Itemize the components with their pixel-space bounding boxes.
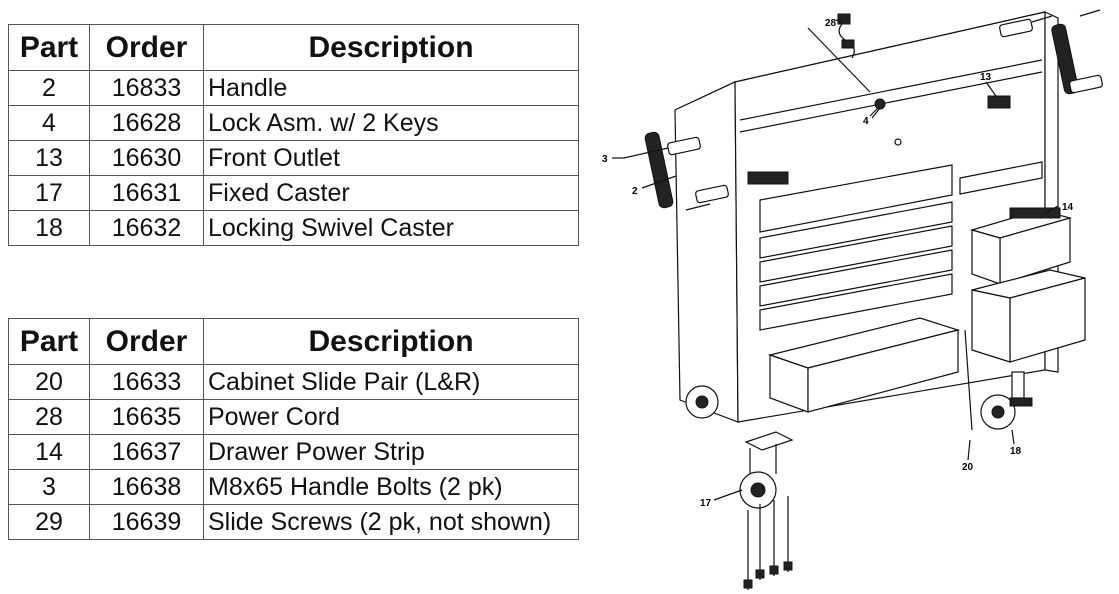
exploded-parts-diagram: 28 13 4 3 2 14 17 20 18 bbox=[602, 9, 1103, 590]
cell-part: 28 bbox=[8, 399, 90, 435]
table-row: 13 16630 Front Outlet bbox=[8, 140, 579, 176]
cell-description: Power Cord bbox=[203, 399, 579, 435]
cell-order: 16638 bbox=[89, 469, 204, 505]
cell-order: 16635 bbox=[89, 399, 204, 435]
cell-order: 16637 bbox=[89, 434, 204, 470]
handle-right bbox=[999, 18, 1103, 95]
caster-rear-right bbox=[980, 371, 1033, 430]
callout-18: 18 bbox=[1010, 446, 1022, 457]
cell-order: 16632 bbox=[89, 210, 204, 246]
right-drawer-stack bbox=[959, 161, 1086, 431]
drawer-power-strip bbox=[1009, 207, 1061, 219]
header-part: Part bbox=[8, 318, 90, 365]
cell-order: 16639 bbox=[89, 504, 204, 540]
cell-part: 4 bbox=[8, 105, 90, 141]
callout-4: 4 bbox=[863, 116, 869, 127]
fixed-caster bbox=[739, 431, 794, 509]
power-strip-drawer-side bbox=[971, 229, 1001, 285]
drawer-side bbox=[971, 289, 1011, 363]
leader-lines bbox=[612, 19, 1059, 501]
cell-order: 16633 bbox=[89, 364, 204, 400]
lock-keyhole bbox=[894, 138, 902, 146]
table-row: 3 16638 M8x65 Handle Bolts (2 pk) bbox=[8, 469, 579, 505]
table-row: 14 16637 Drawer Power Strip bbox=[8, 434, 579, 470]
header-description: Description bbox=[203, 318, 579, 365]
caster-rear-left bbox=[685, 385, 719, 419]
callout-17: 17 bbox=[700, 498, 712, 509]
table-row: 18 16632 Locking Swivel Caster bbox=[8, 210, 579, 246]
header-order: Order bbox=[89, 318, 204, 365]
cell-order: 16631 bbox=[89, 175, 204, 211]
cell-description: Fixed Caster bbox=[203, 175, 579, 211]
cell-part: 14 bbox=[8, 434, 90, 470]
cell-description: Front Outlet bbox=[203, 140, 579, 176]
cell-part: 17 bbox=[8, 175, 90, 211]
callout-2: 2 bbox=[632, 186, 638, 197]
cell-part: 13 bbox=[8, 140, 90, 176]
cell-order: 16833 bbox=[89, 70, 204, 106]
table-row: 2 16833 Handle bbox=[8, 70, 579, 106]
cell-part: 29 bbox=[8, 504, 90, 540]
callout-20: 20 bbox=[962, 462, 974, 473]
cell-order: 16630 bbox=[89, 140, 204, 176]
caster-mounting-bolts bbox=[743, 496, 793, 590]
lock-assembly bbox=[869, 98, 886, 117]
cell-part: 3 bbox=[8, 469, 90, 505]
table-row: 17 16631 Fixed Caster bbox=[8, 175, 579, 211]
open-drawer-front bbox=[807, 329, 959, 413]
cabinet-left-side bbox=[674, 81, 739, 423]
front-outlet bbox=[987, 95, 1011, 109]
brand-badge bbox=[747, 171, 789, 185]
cell-description: Locking Swivel Caster bbox=[203, 210, 579, 246]
cell-description: Cabinet Slide Pair (L&R) bbox=[203, 364, 579, 400]
cell-part: 18 bbox=[8, 210, 90, 246]
callout-13: 13 bbox=[980, 72, 992, 83]
drawer bbox=[959, 161, 1043, 195]
table-row: 4 16628 Lock Asm. w/ 2 Keys bbox=[8, 105, 579, 141]
left-drawer-stack bbox=[759, 164, 961, 413]
handle-bolts bbox=[623, 9, 1101, 211]
parts-table-2: Part Order Description 20 16633 Cabinet … bbox=[8, 318, 579, 540]
callout-3: 3 bbox=[602, 154, 608, 165]
cell-part: 20 bbox=[8, 364, 90, 400]
drawer bbox=[759, 225, 953, 283]
header-order: Order bbox=[89, 24, 204, 71]
cell-description: M8x65 Handle Bolts (2 pk) bbox=[203, 469, 579, 505]
cell-order: 16628 bbox=[89, 105, 204, 141]
drawer bbox=[759, 249, 953, 307]
power-cord bbox=[807, 13, 871, 93]
callout-28: 28 bbox=[825, 18, 837, 29]
parts-table-1: Part Order Description 2 16833 Handle 4 … bbox=[8, 24, 579, 246]
table-header-row: Part Order Description bbox=[8, 318, 579, 365]
table-row: 28 16635 Power Cord bbox=[8, 399, 579, 435]
drawer bbox=[759, 201, 953, 259]
header-description: Description bbox=[203, 24, 579, 71]
table-row: 29 16639 Slide Screws (2 pk, not shown) bbox=[8, 504, 579, 540]
callout-14: 14 bbox=[1062, 202, 1074, 213]
drawer bbox=[759, 164, 953, 233]
cell-description: Handle bbox=[203, 70, 579, 106]
cell-description: Drawer Power Strip bbox=[203, 434, 579, 470]
drawer bbox=[759, 273, 953, 331]
cell-part: 2 bbox=[8, 70, 90, 106]
cabinet-slide bbox=[964, 329, 973, 431]
table-header-row: Part Order Description bbox=[8, 24, 579, 71]
header-part: Part bbox=[8, 24, 90, 71]
cell-description: Slide Screws (2 pk, not shown) bbox=[203, 504, 579, 540]
cell-description: Lock Asm. w/ 2 Keys bbox=[203, 105, 579, 141]
table-row: 20 16633 Cabinet Slide Pair (L&R) bbox=[8, 364, 579, 400]
